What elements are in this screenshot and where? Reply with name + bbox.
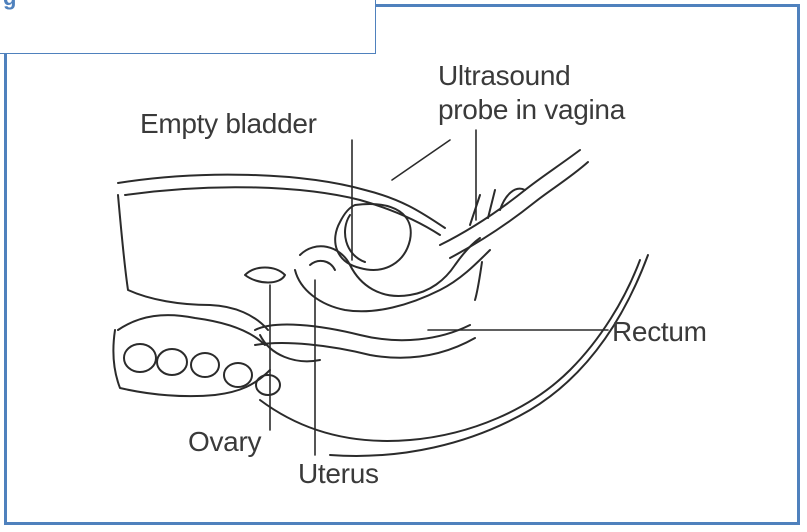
- spine-outline: [118, 195, 268, 330]
- label-ultrasound-line1: Ultrasound: [438, 60, 570, 92]
- label-uterus: Uterus: [298, 458, 379, 490]
- label-ovary: Ovary: [188, 426, 261, 458]
- ultrasound-probe: [440, 150, 580, 245]
- label-empty-bladder: Empty bladder: [140, 108, 317, 140]
- ovary-shape: [245, 268, 285, 283]
- abdominal-wall: [118, 175, 445, 228]
- label-rectum: Rectum: [612, 316, 707, 348]
- label-ultrasound-line2: probe in vagina: [438, 94, 625, 126]
- lower-body-curve: [260, 260, 640, 441]
- rectum-shape: [255, 325, 470, 341]
- leader-lines: [270, 130, 608, 455]
- sacrum: [113, 330, 280, 396]
